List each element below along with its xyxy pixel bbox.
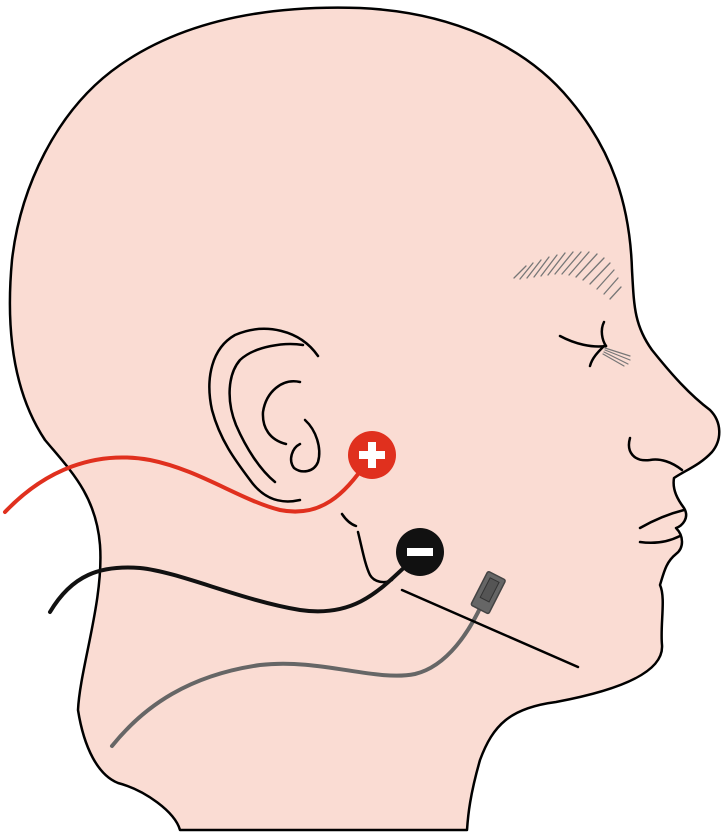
probe-line (400, 588, 580, 669)
negative-wire (48, 560, 412, 614)
ear-icon (208, 327, 321, 503)
electrode-plus-icon (348, 431, 396, 479)
eye-icon (558, 320, 631, 368)
positive-wire (3, 455, 370, 514)
nose-icon (627, 436, 684, 472)
jaw-lines (340, 512, 394, 584)
electrode-minus-icon (396, 528, 444, 576)
mouth-icon (638, 508, 686, 544)
head-profile-icon (8, 6, 721, 832)
eyebrow-icon (513, 251, 622, 300)
ground-wire (110, 602, 484, 748)
ground-clip-icon (470, 571, 506, 615)
